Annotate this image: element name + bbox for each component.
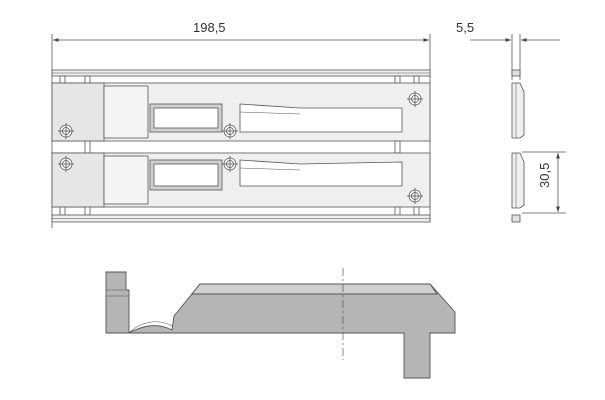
- upper-rail: [51, 69, 431, 84]
- side-view: [511, 69, 525, 223]
- upper-plate: [51, 82, 431, 142]
- lower-plate: [51, 152, 431, 208]
- screw-lower-right-icon: [407, 188, 423, 204]
- profile-view: [105, 271, 456, 379]
- screw-lower-middle-icon: [222, 156, 238, 172]
- height-dimension: [522, 151, 566, 214]
- plate-spacer: [84, 140, 401, 154]
- screw-upper-right-icon: [407, 91, 423, 107]
- height-dimension-label: 30,5: [537, 162, 552, 188]
- length-dimension-label: 198,5: [193, 20, 226, 35]
- screw-upper-left-icon: [58, 123, 74, 139]
- profile-top-face: [191, 283, 438, 295]
- thickness-dimension-label: 5,5: [456, 20, 475, 35]
- lower-rail: [51, 206, 431, 223]
- screw-upper-middle-icon: [222, 123, 238, 139]
- screw-lower-left-icon: [58, 156, 74, 172]
